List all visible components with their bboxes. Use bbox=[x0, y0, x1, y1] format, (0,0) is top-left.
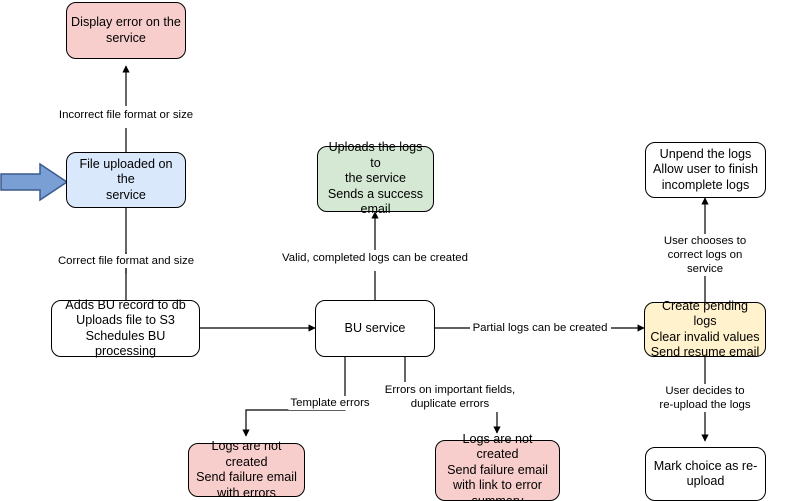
node-logs-not-created-error-summary[interactable]: Logs are not created Send failure email … bbox=[435, 432, 560, 501]
node-logs-not-created-with-errors[interactable]: Logs are not created Send failure email … bbox=[188, 439, 305, 500]
edge-label-correct-file-format: Correct file format and size bbox=[55, 254, 197, 268]
edge-label-user-decides-to-reupload: User decides to re-upload the logs bbox=[657, 384, 753, 412]
input-block-arrow-icon bbox=[0, 162, 69, 202]
node-create-pending-logs[interactable]: Create pending logs Clear invalid values… bbox=[644, 299, 766, 359]
node-uploads-the-logs-to-the-service[interactable]: Uploads the logs to the service Sends a … bbox=[317, 140, 434, 216]
edge-label-partial-logs-can-be-created: Partial logs can be created bbox=[470, 321, 610, 335]
edge-bu-service-to-logs-not-created-summary bbox=[404, 357, 501, 434]
edge-label-user-chooses-to-correct-logs: User chooses to correct logs on service bbox=[657, 234, 753, 276]
edge-label-incorrect-file-format: Incorrect file format or size bbox=[56, 108, 196, 122]
node-bu-service[interactable]: BU service bbox=[315, 300, 435, 357]
node-mark-choice-as-re-upload[interactable]: Mark choice as re- upload bbox=[645, 447, 766, 501]
node-unpend-the-logs[interactable]: Unpend the logs Allow user to finish inc… bbox=[645, 142, 766, 198]
edge-bu-service-to-logs-not-created-template bbox=[242, 357, 346, 437]
node-adds-bu-record-to-db[interactable]: Adds BU record to db Uploads file to S3 … bbox=[51, 298, 200, 358]
edge-label-valid-completed-logs: Valid, completed logs can be created bbox=[280, 251, 470, 265]
node-file-uploaded-on-the-service[interactable]: File uploaded on the service bbox=[66, 152, 186, 208]
edge-label-errors-on-important-fields: Errors on important fields, duplicate er… bbox=[382, 383, 518, 411]
edge-label-template-errors: Template errors bbox=[288, 396, 372, 410]
node-display-error[interactable]: Display error on the service bbox=[66, 2, 186, 59]
